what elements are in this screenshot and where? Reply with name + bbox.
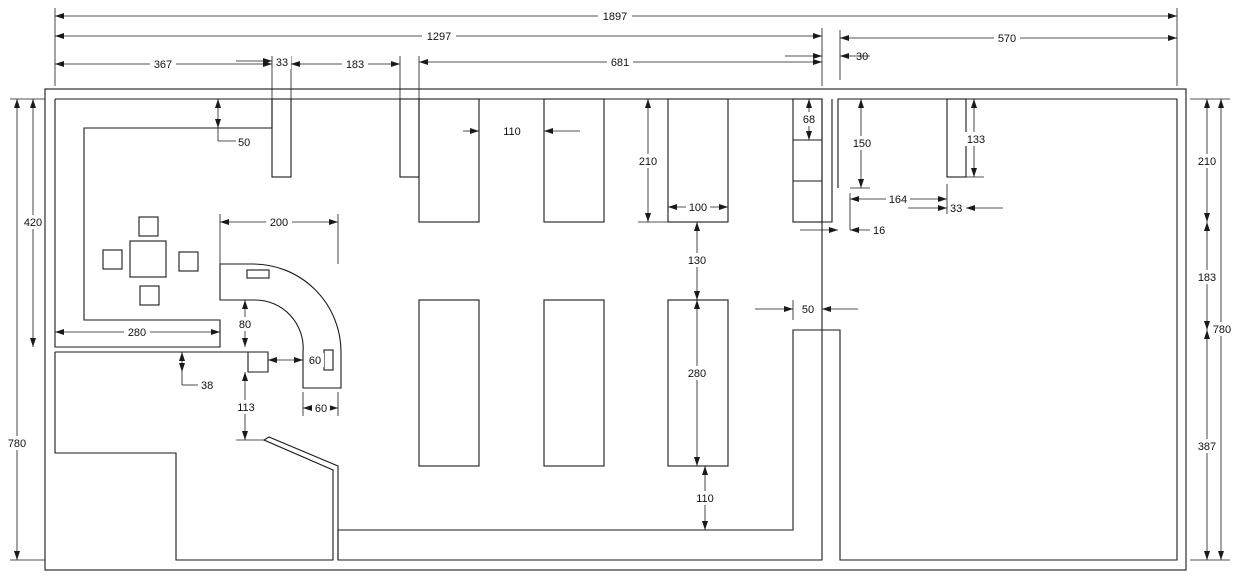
counter-slot-1 [246, 269, 270, 279]
dim-280-shelf: 280 [688, 368, 706, 380]
dim-280-counter: 280 [128, 327, 146, 339]
dim-50-top: 50 [238, 137, 250, 149]
dim-130: 130 [688, 255, 706, 267]
shelf-top-2 [543, 98, 605, 223]
wall-column-left [271, 98, 292, 178]
shelf-bottom-2 [543, 299, 605, 467]
dim-right-width: 570 [998, 33, 1016, 45]
dim-100: 100 [689, 202, 707, 214]
dim-right-183: 183 [1198, 272, 1216, 284]
dim-16: 16 [873, 225, 885, 237]
dim-110-bottom: 110 [696, 493, 714, 505]
dim-367: 367 [154, 59, 172, 71]
wall-column-right [946, 98, 967, 178]
shelf-bottom-3 [667, 299, 729, 467]
dim-183: 183 [346, 59, 364, 71]
shelf-top-1 [418, 98, 480, 223]
dim-left-420: 420 [24, 217, 42, 229]
dim-60-bottom: 60 [315, 403, 327, 415]
chair-left [102, 249, 123, 270]
dim-80: 80 [239, 319, 251, 331]
dim-30: 30 [856, 51, 868, 63]
dim-right-387: 387 [1198, 441, 1216, 453]
dimension-lines [10, 8, 1230, 561]
dim-38: 38 [201, 380, 213, 392]
dim-210-shelf: 210 [639, 156, 657, 168]
dim-133: 133 [967, 134, 985, 146]
shelving [399, 98, 967, 467]
dim-50-mid: 50 [802, 304, 814, 316]
left-counter-area [54, 98, 339, 561]
dim-33: 33 [276, 57, 288, 69]
dim-164: 164 [889, 194, 907, 206]
outer-walls [44, 88, 1187, 571]
counter-slot-2 [323, 349, 334, 371]
shelf-bottom-1 [418, 299, 480, 467]
dim-200: 200 [270, 217, 288, 229]
dim-left-width: 1297 [427, 31, 451, 43]
chair-right [178, 251, 199, 272]
dim-60: 60 [309, 355, 321, 367]
shelf-narrow [399, 98, 420, 178]
chair-bottom [139, 285, 160, 306]
dim-overall-width: 1897 [603, 11, 627, 23]
dim-right-210: 210 [1198, 156, 1216, 168]
dim-left-780: 780 [8, 438, 26, 450]
table [129, 240, 167, 278]
dim-681: 681 [611, 57, 629, 69]
dim-right-780: 780 [1213, 324, 1231, 336]
dim-68: 68 [803, 114, 815, 126]
table-and-chairs [102, 216, 199, 306]
dim-110-top: 110 [503, 126, 521, 138]
dim-150: 150 [853, 138, 871, 150]
dim-113: 113 [237, 402, 255, 414]
dim-33-right: 33 [950, 203, 962, 215]
dimension-labels: 1897 1297 570 367 33 183 681 30 420 780 … [6, 9, 1233, 505]
chair-top [138, 216, 159, 237]
